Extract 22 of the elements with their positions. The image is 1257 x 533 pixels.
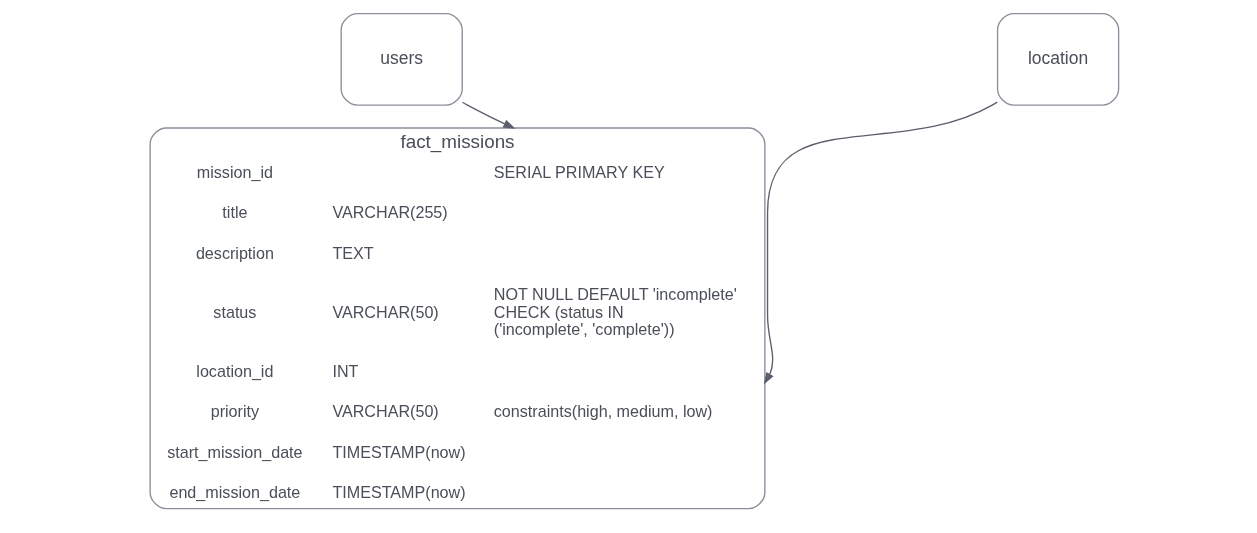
node-text: VARCHAR(50): [331, 302, 439, 321]
node-text: constraints(high, medium, low): [493, 402, 712, 421]
node-text: TIMESTAMP(now): [331, 482, 466, 501]
arrow: [461, 101, 515, 129]
node-box: users: [339, 12, 463, 106]
node-text: TEXT: [331, 243, 374, 262]
node-text: title: [221, 203, 247, 222]
node-box: location: [996, 12, 1119, 106]
node-text: start_mission_date: [166, 442, 303, 461]
node-text: priority: [210, 402, 259, 421]
node-text: TIMESTAMP(now): [331, 442, 466, 461]
node-text: end_mission_date: [168, 482, 300, 501]
node-text: mission_id: [196, 162, 273, 181]
arrow: [763, 101, 998, 385]
node-text: NOT NULL DEFAULT 'incomplete' CHECK (status IN ('incomplete', 'complete')): [493, 285, 737, 339]
node-text: description: [195, 243, 274, 262]
node-text: INT: [331, 361, 358, 380]
node-text: VARCHAR(50): [331, 402, 439, 421]
node-text: location_id: [195, 361, 273, 380]
node-text: VARCHAR(255): [331, 203, 448, 222]
node-text: SERIAL PRIMARY KEY: [493, 162, 665, 181]
node-text: status: [212, 302, 256, 321]
